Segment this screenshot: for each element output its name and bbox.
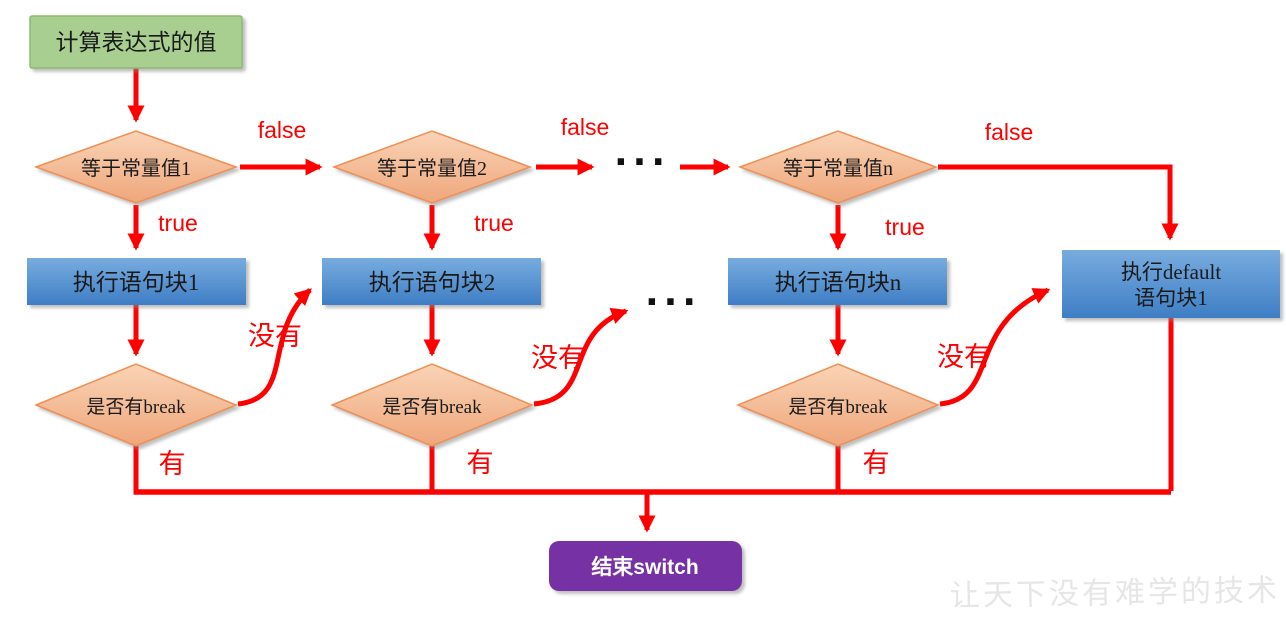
conditionn-label: 等于常量值n (783, 157, 893, 180)
actionn-box (728, 258, 947, 305)
ellipsis-curve2: ··· (645, 282, 701, 323)
watermark-text: 让天下没有难学的技术 (950, 573, 1281, 614)
default-action-label-line2: 语句块1 (1134, 286, 1208, 310)
action1-label: 执行语句块1 (73, 270, 200, 295)
break1-diamond (34, 363, 238, 447)
ellipsis-row1: ··· (614, 142, 670, 183)
actionn-label: 执行语句块n (775, 270, 902, 295)
false-label-3: false (985, 119, 1034, 145)
break1-label: 是否有break (86, 396, 186, 418)
default-action-label-line1: 执行default (1121, 260, 1221, 284)
condition1-label: 等于常量值1 (81, 157, 191, 180)
condition1-diamond (33, 130, 239, 204)
condition2-label: 等于常量值2 (377, 157, 487, 180)
nobreak-label-1: 没有 (248, 321, 302, 351)
true-label-1: true (158, 210, 198, 236)
edge-break1-nobreak-curve (237, 288, 312, 407)
breakn-diamond (736, 363, 940, 447)
end-box (549, 541, 742, 591)
start-box (29, 15, 243, 69)
edge-break2-nobreak-curve (533, 307, 629, 407)
default-action-box (1062, 250, 1280, 318)
action1-box (27, 258, 246, 305)
end-label: 结束switch (591, 555, 698, 579)
true-label-3: true (885, 214, 925, 240)
break2-diamond (330, 363, 534, 447)
nobreak-label-3: 没有 (937, 342, 991, 372)
condition2-diamond (331, 130, 533, 204)
false-label-2: false (561, 114, 610, 140)
shapes (27, 15, 1280, 591)
edge-breakn-nobreak-curve (939, 287, 1051, 407)
conditionn-diamond (737, 130, 939, 204)
false-label-1: false (258, 117, 307, 143)
true-label-2: true (474, 210, 514, 236)
edge-condn-false-to-default (938, 164, 1179, 241)
breakn-label: 是否有break (788, 396, 888, 418)
hasbreak-label-2: 有 (467, 448, 494, 478)
action2-label: 执行语句块2 (369, 270, 496, 295)
connectors (127, 68, 1179, 533)
hasbreak-label-3: 有 (863, 448, 890, 478)
break2-label: 是否有break (382, 396, 482, 418)
action2-box (322, 258, 541, 305)
nobreak-label-2: 没有 (531, 343, 585, 373)
start-label: 计算表达式的值 (56, 30, 217, 55)
hasbreak-label-1: 有 (159, 449, 186, 479)
